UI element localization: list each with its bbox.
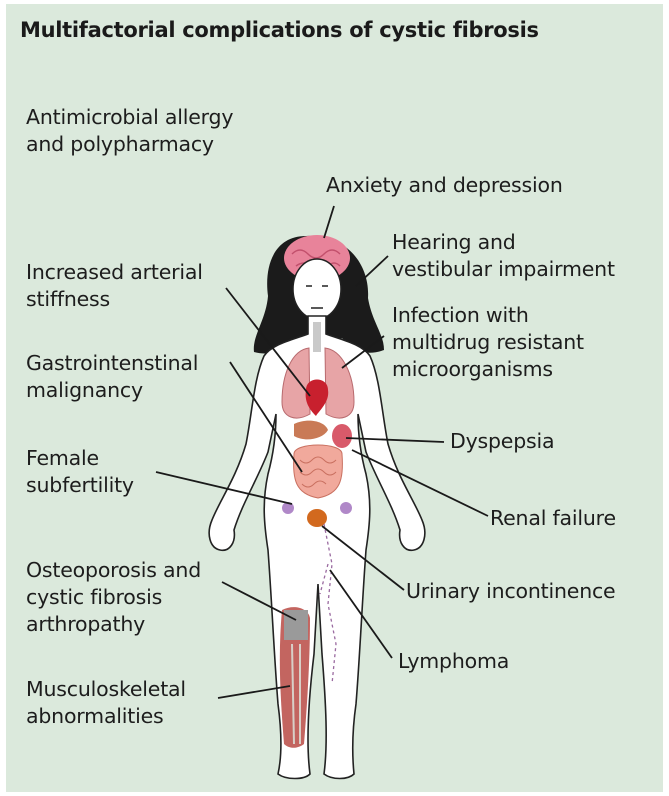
label-hearing: Hearing and vestibular impairment bbox=[392, 229, 615, 283]
label-infection: Infection with multidrug resistant micro… bbox=[392, 302, 584, 383]
label-arterial: Increased arterial stiffness bbox=[26, 259, 203, 313]
label-antimicrobial: Antimicrobial allergy and polypharmacy bbox=[26, 104, 233, 158]
label-lymphoma: Lymphoma bbox=[398, 648, 509, 675]
label-dyspepsia: Dyspepsia bbox=[450, 428, 554, 455]
label-renal: Renal failure bbox=[490, 505, 616, 532]
ovary-right bbox=[340, 502, 352, 514]
knee bbox=[284, 610, 308, 640]
label-anxiety: Anxiety and depression bbox=[326, 172, 563, 199]
stomach bbox=[332, 424, 352, 448]
label-musculo: Musculoskeletal abnormalities bbox=[26, 676, 186, 730]
figure-panel: Multifactorial complications of cystic f… bbox=[6, 4, 663, 792]
label-urinary: Urinary incontinence bbox=[406, 578, 615, 605]
label-osteo: Osteoporosis and cystic fibrosis arthrop… bbox=[26, 557, 201, 638]
trachea bbox=[313, 322, 321, 352]
figure-title: Multifactorial complications of cystic f… bbox=[20, 18, 539, 42]
label-gastro: Gastrointenstinal malignancy bbox=[26, 350, 198, 404]
face bbox=[293, 259, 341, 319]
label-female: Female subfertility bbox=[26, 445, 134, 499]
